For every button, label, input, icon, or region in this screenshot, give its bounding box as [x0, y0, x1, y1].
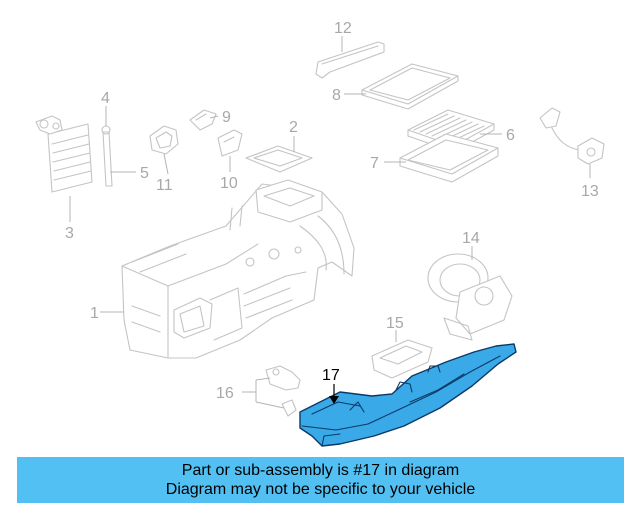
- leader-lines: [69, 36, 591, 409]
- label-13: 13: [581, 183, 599, 200]
- part-1-hvac-case: [121, 179, 355, 359]
- part-12-bracket: [315, 41, 385, 79]
- exploded-parts-diagram: 12 8 4 9 2 6 5 7 11 10 13 3 14 1 15 17 1…: [35, 20, 605, 447]
- part-8-filter-frame: [361, 63, 459, 110]
- banner-line-disclaimer: Diagram may not be specific to your vehi…: [165, 481, 476, 498]
- part-16-actuators: [265, 365, 301, 417]
- part-13-actuator: [539, 107, 605, 165]
- part-9-clip: [189, 109, 217, 131]
- part-4-rod: [101, 125, 113, 187]
- part-14-blower-motor: [427, 253, 513, 341]
- info-banner: Part or sub-assembly is #17 in diagram D…: [17, 457, 624, 503]
- part-11-grommet: [149, 125, 179, 155]
- part-10-bracket: [217, 129, 243, 157]
- part-2-seal-gasket: [245, 145, 313, 173]
- label-9: 9: [222, 109, 231, 126]
- label-7: 7: [370, 155, 379, 172]
- label-12: 12: [334, 20, 352, 37]
- label-17: 17: [322, 367, 340, 384]
- leader-line-17: [329, 384, 339, 404]
- label-6: 6: [506, 127, 515, 144]
- part-15-resistor: [371, 339, 433, 379]
- label-14: 14: [462, 230, 480, 247]
- label-3: 3: [65, 225, 74, 242]
- label-16: 16: [216, 385, 234, 402]
- part-7-filter-housing: [399, 133, 499, 183]
- label-4: 4: [101, 90, 110, 107]
- part-labels: 12 8 4 9 2 6 5 7 11 10 13 3 14 1 15 17 1…: [65, 20, 599, 402]
- label-11: 11: [156, 177, 173, 194]
- label-2: 2: [289, 119, 298, 136]
- part-3-heater-core: [35, 115, 93, 193]
- part-17-air-duct: [299, 343, 517, 447]
- label-5: 5: [140, 165, 149, 182]
- label-15: 15: [386, 315, 404, 332]
- label-1: 1: [90, 305, 99, 322]
- label-8: 8: [332, 87, 341, 104]
- banner-line-part: Part or sub-assembly is #17 in diagram: [181, 462, 460, 479]
- label-10: 10: [220, 175, 238, 192]
